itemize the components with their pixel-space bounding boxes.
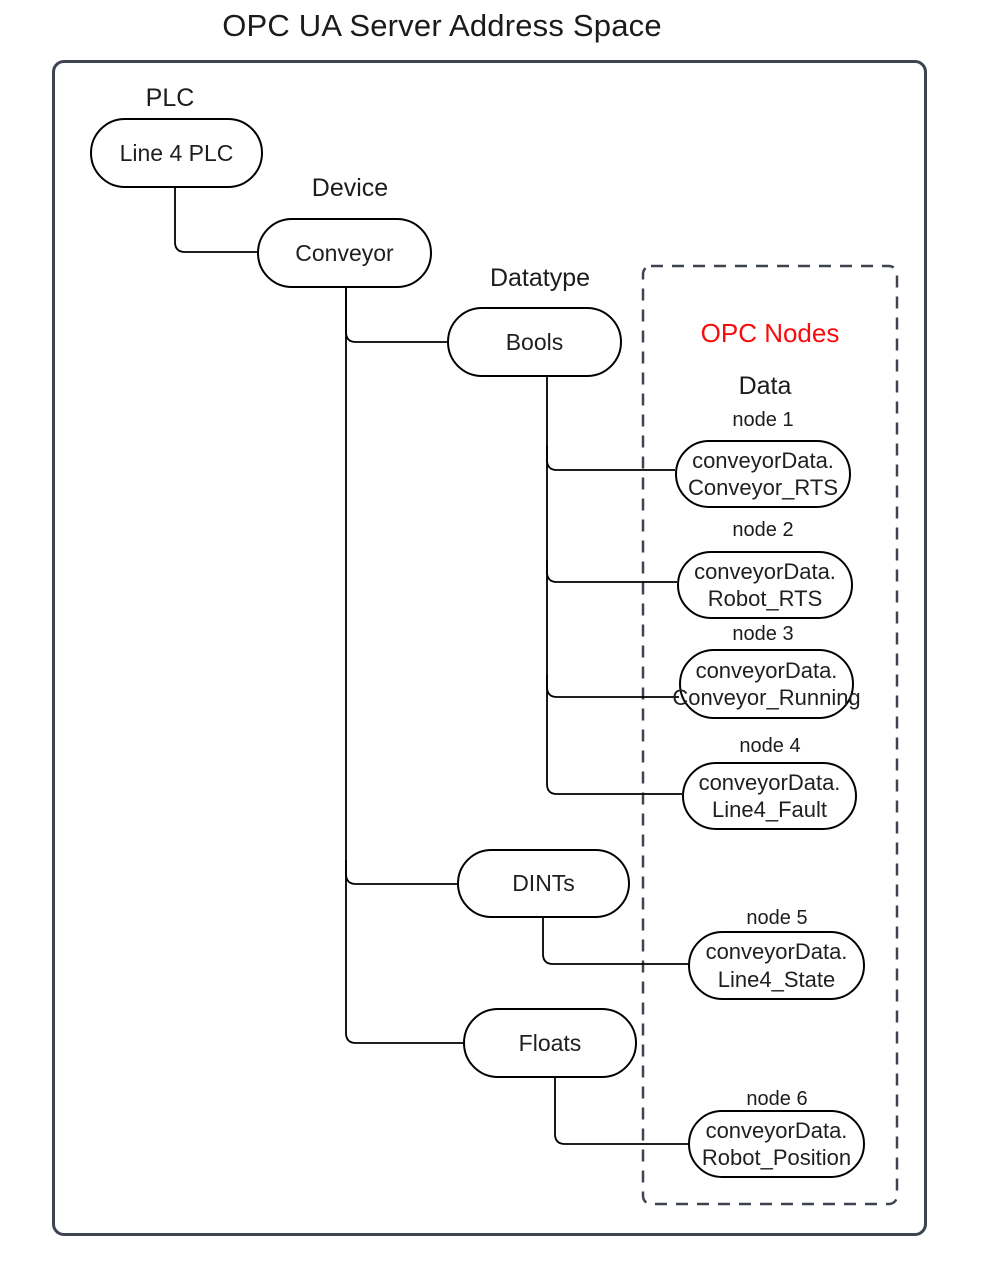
node-bools-label: Bools xyxy=(505,328,564,355)
node3-label: node 3 xyxy=(732,623,794,645)
opc-node-4: conveyorData. Line4_Fault xyxy=(682,762,857,830)
node-floats: Floats xyxy=(463,1008,637,1078)
opc-node-1-line1: conveyorData. xyxy=(692,447,834,473)
node-dints: DINTs xyxy=(457,849,630,918)
label-device: Device xyxy=(311,174,389,202)
diagram-title: OPC UA Server Address Space xyxy=(222,8,662,43)
node-line4-plc-label: Line 4 PLC xyxy=(119,139,234,166)
node-conveyor: Conveyor xyxy=(257,218,432,288)
opc-node-5-line2: Line4_State xyxy=(717,966,836,992)
opc-node-1-line2: Conveyor_RTS xyxy=(688,475,838,500)
connector-bools-to-node4 xyxy=(546,377,682,795)
opc-node-2-line1: conveyorData. xyxy=(694,558,836,584)
opc-node-6-line1: conveyorData. xyxy=(705,1117,848,1143)
opc-nodes-title: OPC Nodes xyxy=(700,318,840,348)
opc-node-2: conveyorData. Robot_RTS xyxy=(677,551,853,619)
opc-node-6: conveyorData. Robot_Position xyxy=(688,1110,865,1178)
label-data: Data xyxy=(738,372,792,400)
node-bools: Bools xyxy=(447,307,622,377)
label-plc: PLC xyxy=(145,84,195,112)
opc-node-4-line2: Line4_Fault xyxy=(712,797,827,822)
node5-label: node 5 xyxy=(746,907,808,929)
node-conveyor-label: Conveyor xyxy=(295,239,394,266)
node-line4-plc: Line 4 PLC xyxy=(90,118,263,188)
label-datatype: Datatype xyxy=(489,264,591,292)
connector-conveyor-to-bools xyxy=(345,288,447,343)
opc-node-2-line2: Robot_RTS xyxy=(707,586,823,611)
node6-label: node 6 xyxy=(746,1088,808,1110)
connector-bools-to-node2 xyxy=(546,560,677,583)
connector-dints-to-node5 xyxy=(542,918,688,965)
connector-conveyor-to-dints xyxy=(345,860,457,885)
opc-node-3-line1: conveyorData. xyxy=(695,657,838,683)
connector-bools-to-node1 xyxy=(546,445,675,471)
connector-conveyor-to-floats xyxy=(345,288,463,1044)
opc-node-1: conveyorData. Conveyor_RTS xyxy=(675,440,851,508)
opc-node-3-line2: Conveyor_Running xyxy=(672,685,861,710)
node-dints-label: DINTs xyxy=(512,870,575,897)
opc-dashed-box xyxy=(641,264,899,1206)
node-floats-label: Floats xyxy=(518,1029,582,1056)
node1-label: node 1 xyxy=(732,409,794,431)
opc-node-5: conveyorData. Line4_State xyxy=(688,931,865,1000)
connector-bools-to-node3 xyxy=(546,675,679,698)
outer-border xyxy=(52,60,927,1236)
node2-label: node 2 xyxy=(732,519,794,541)
opc-node-3: conveyorData. Conveyor_Running xyxy=(672,649,861,719)
connector-floats-to-node6 xyxy=(554,1078,688,1145)
opc-node-6-line2: Robot_Position xyxy=(701,1145,852,1170)
node4-label: node 4 xyxy=(739,735,801,757)
opc-node-5-line1: conveyorData. xyxy=(705,939,848,964)
connector-plc-to-conveyor xyxy=(174,188,257,253)
opc-node-4-line1: conveyorData. xyxy=(698,769,841,795)
